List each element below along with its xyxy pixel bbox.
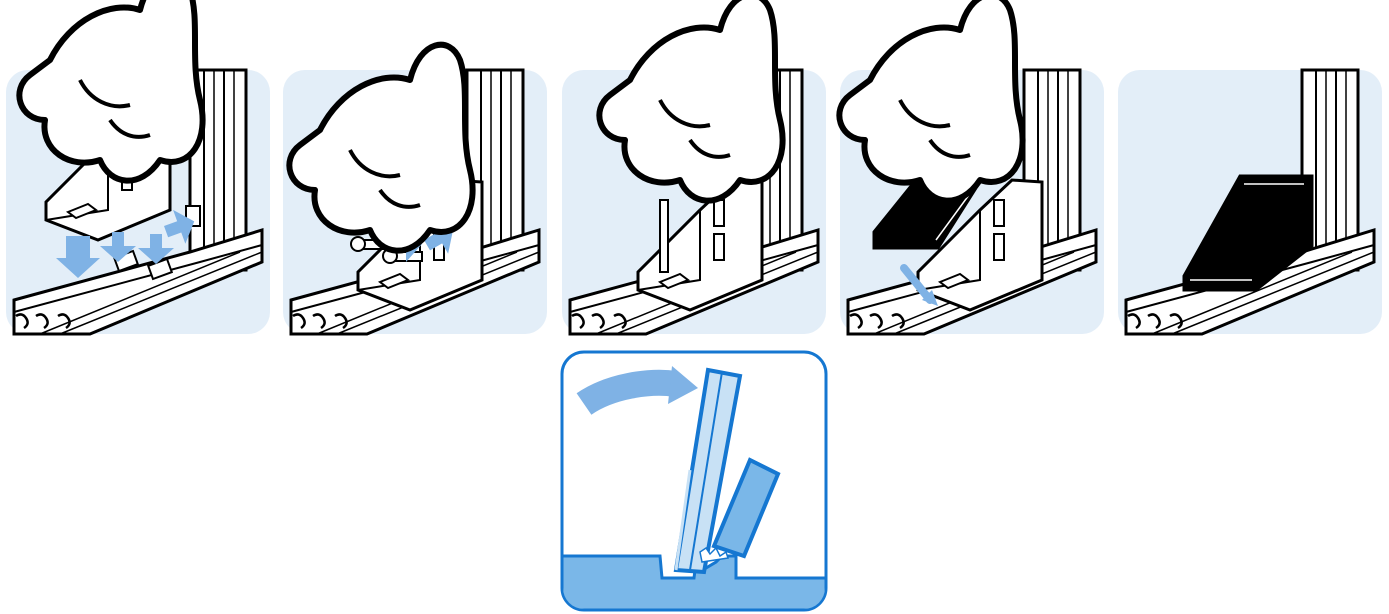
detail-panel [562, 352, 826, 610]
step-1-panel [6, 0, 270, 334]
step-2-panel [283, 45, 547, 334]
step-3-panel [562, 0, 826, 334]
step-5-panel [1118, 70, 1382, 334]
step-4-panel [839, 0, 1104, 334]
screwdriver [660, 200, 668, 272]
